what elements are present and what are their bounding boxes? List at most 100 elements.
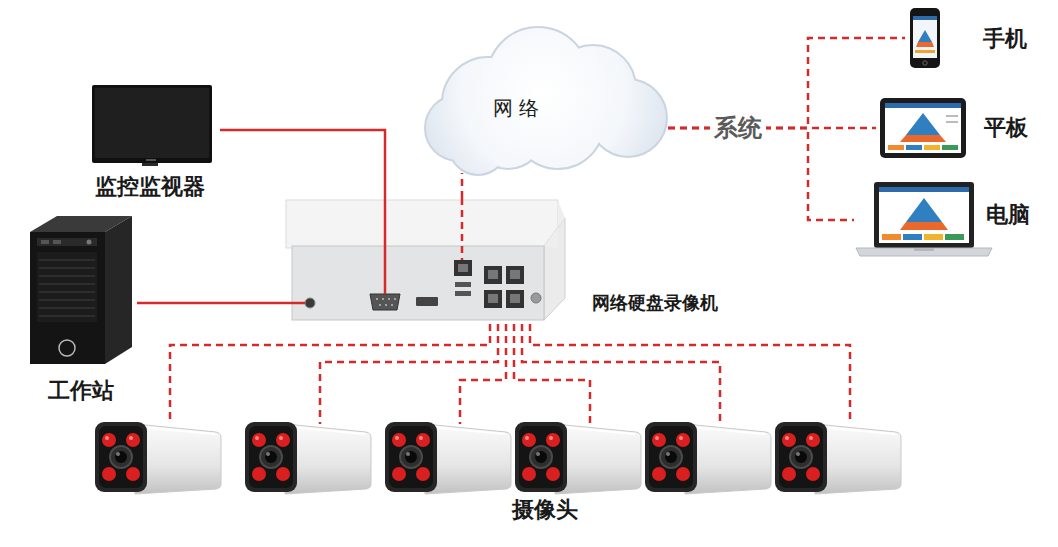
workstation-icon-part (37, 238, 97, 246)
nvr-icon-part (376, 298, 378, 300)
cloud-shape (426, 28, 666, 174)
monitor-node: 监控监视器 (80, 82, 220, 207)
workstation-icon-part (87, 240, 92, 245)
camera-icon (245, 422, 371, 494)
nvr-node: 网络硬盘录像机 (278, 198, 740, 323)
phone-icon-part (915, 50, 935, 53)
part-label: 摄像头 (512, 497, 578, 523)
camera-icon (95, 422, 221, 494)
nvr-icon-part (292, 246, 544, 320)
nvr-icon-part (394, 298, 396, 300)
network-link (220, 130, 385, 198)
nvr-icon-part (455, 282, 471, 287)
workstation-icon-part (37, 252, 97, 322)
laptop-icon-part (945, 234, 964, 240)
nvr-icon-part (510, 294, 520, 303)
laptop-icon-part (924, 234, 943, 240)
cloud-shape-part (426, 28, 666, 174)
phone-icon-part (916, 42, 934, 47)
tablet-icon-part (885, 103, 961, 153)
nvr-icon-part (484, 290, 502, 308)
phone-icon-part (923, 61, 927, 65)
laptop-icon-part (882, 234, 901, 240)
camera-icon (775, 422, 901, 494)
workstation-icon-part (59, 340, 75, 356)
nvr-icon-part (544, 200, 565, 248)
laptop-node: 电脑 (854, 180, 1034, 260)
camera-icon (515, 422, 641, 494)
nvr-icon-part (370, 294, 400, 310)
nvr-icon-part (305, 298, 315, 308)
laptop-icon-part (914, 248, 934, 251)
nvr-icon-part (506, 266, 524, 284)
laptop-icon-part (879, 187, 969, 243)
network-link (461, 173, 464, 198)
tablet-icon-part (900, 135, 946, 142)
monitor-icon (92, 85, 212, 166)
node-label: 监控监视器 (95, 174, 205, 200)
camera-wires-part (522, 300, 720, 424)
network-link (668, 127, 876, 130)
nvr-icon-part (531, 293, 541, 303)
tablet-icon-part (880, 98, 966, 158)
node-label: 工作站 (48, 378, 114, 404)
tablet-icon-part (888, 145, 904, 150)
nvr-icon-part (278, 302, 305, 305)
nvr-icon-part (455, 291, 471, 296)
cloud-shape-part-part (450, 118, 506, 174)
tablet-icon-part (906, 145, 922, 150)
workstation-icon-part (39, 260, 95, 316)
node-label: 手机 (983, 26, 1027, 52)
edge-label: 系统 (710, 114, 766, 143)
camera-icon (645, 422, 771, 494)
workstation-icon-part (30, 232, 105, 364)
phone-icon (910, 8, 940, 68)
tablet-icon-part (942, 145, 958, 150)
monitor-icon-part (146, 159, 156, 161)
laptop-icon (856, 182, 992, 256)
tablet-icon-part (946, 115, 958, 117)
laptop-icon-part (906, 198, 942, 222)
nvr-icon-part (484, 266, 502, 284)
tablet-icon (880, 98, 966, 158)
monitor-icon-part (92, 85, 212, 163)
nvr-icon-part (384, 198, 387, 294)
phone-icon-part (913, 16, 937, 58)
laptop-icon-part (874, 182, 974, 248)
node-label: 网络硬盘录像机 (592, 292, 718, 314)
phone-node: 手机 (905, 4, 1033, 72)
nvr-icon-part (379, 304, 381, 306)
workstation-icon-part (41, 240, 49, 244)
laptop-icon-part (856, 248, 992, 256)
nvr-icon-part (388, 298, 390, 300)
camera-wires-part (530, 300, 850, 424)
tablet-icon-part (885, 103, 961, 108)
cloud-shape-part-part (450, 118, 506, 174)
nvr-icon-part (488, 294, 498, 303)
nvr-icon-part (461, 198, 464, 260)
nvr-icon-part (458, 264, 468, 272)
workstation-node: 工作站 (25, 212, 137, 407)
camera-icon (385, 422, 511, 494)
network-link (137, 302, 278, 305)
laptop-icon-part (903, 234, 922, 240)
nvr-icon (278, 198, 565, 320)
nvr-icon-part (510, 270, 520, 279)
node-label: 网 络 (493, 96, 539, 120)
nvr-icon-part (286, 200, 558, 248)
camera-row (95, 422, 901, 494)
workstation-icon-part (105, 216, 132, 364)
workstation-icon-part (53, 240, 61, 244)
nvr-icon-part (506, 290, 524, 308)
tablet-icon-part (924, 145, 940, 150)
monitor-icon-part (142, 163, 158, 166)
phone-icon-part (910, 8, 940, 68)
nvr-icon-part (391, 304, 393, 306)
laptop-icon-part (900, 222, 948, 230)
phone-icon-part (918, 30, 932, 42)
phone-icon-part (913, 16, 937, 20)
